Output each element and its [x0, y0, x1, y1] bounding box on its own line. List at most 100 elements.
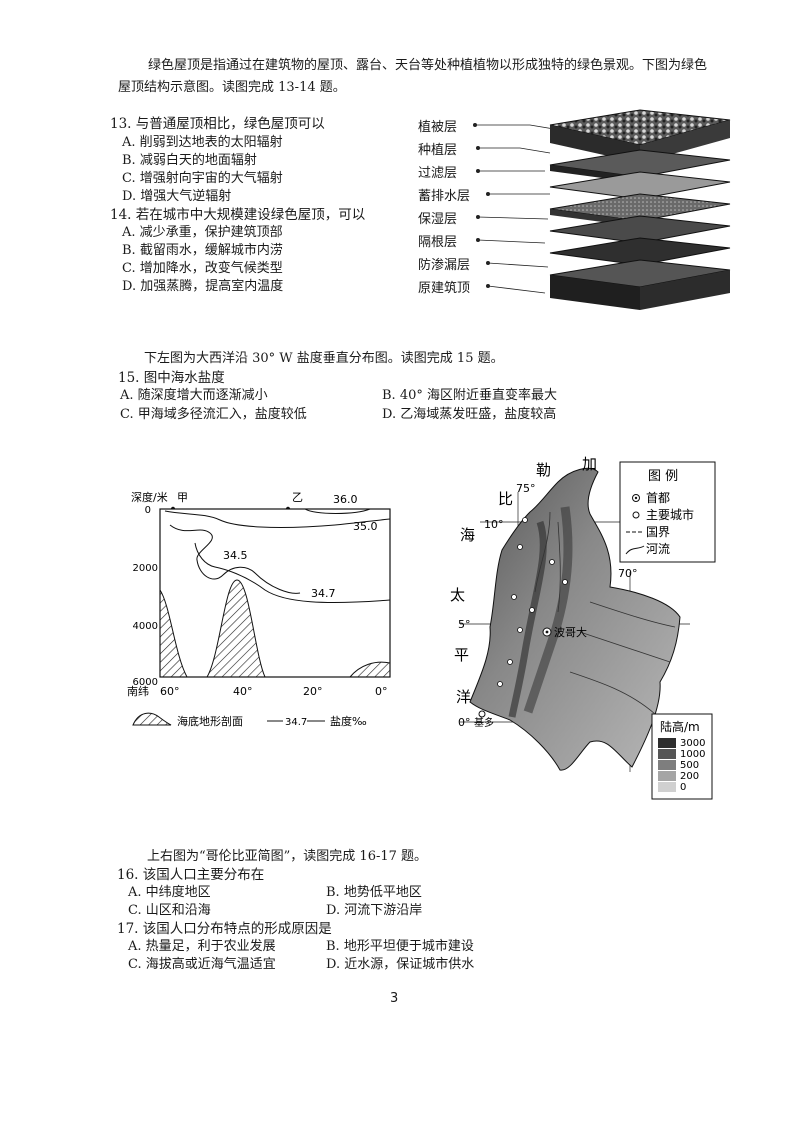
q15-stem: 15. 图中海水盐度	[118, 370, 225, 386]
roof-label-root-barrier: 隔根层	[418, 235, 458, 250]
x-prefix: 南纬	[127, 685, 149, 698]
isoline-label-35: 35.0	[353, 520, 378, 533]
q16-stem: 16. 该国人口主要分布在	[117, 867, 265, 883]
elev-level-200: 200	[680, 771, 699, 782]
coord-0: 0°	[458, 716, 471, 729]
page-number: 3	[390, 991, 399, 1006]
elev-swatch-500	[658, 760, 676, 770]
legend-terrain-label: 海底地形剖面	[177, 714, 243, 728]
colombia-map: 勒 加 比 海 太 平 洋 75° 10° 70° 5° 0° 波哥大 基多 图…	[450, 455, 716, 800]
elevation-legend-title: 陆高/m	[660, 719, 700, 734]
y-tick-0: 0	[145, 505, 151, 516]
q15-option-b: B. 40° 海区附近垂直变率最大	[382, 388, 557, 403]
q13-option-d: D. 增强大气逆辐射	[122, 189, 232, 204]
x-tick-60: 60°	[160, 685, 180, 698]
point-yi-label: 乙	[292, 491, 303, 504]
q17-option-b: B. 地形平坦便于城市建设	[326, 939, 474, 954]
legend-terrain-swatch	[132, 712, 172, 726]
isoline-35	[164, 510, 336, 528]
y-tick-6000: 6000	[133, 677, 158, 688]
q14-option-a: A. 减少承重，保护建筑顶部	[122, 225, 283, 240]
legend-border-label: 国界	[646, 525, 670, 539]
ocean-label-0: 太	[450, 586, 465, 604]
roof-label-planting: 种植层	[418, 143, 458, 158]
coord-5: 5°	[458, 618, 471, 631]
intro-16-17: 上右图为“哥伦比亚简图”，读图完成 16-17 题。	[147, 849, 428, 864]
isoline-label-36: 36.0	[333, 493, 358, 506]
ocean-label-2: 洋	[456, 688, 471, 706]
green-roof-figure: 植被层 种植层 过滤层 蓄排水层 保湿层 隔根层 防渗漏层 原建筑顶	[410, 105, 740, 315]
legend-city-symbol	[632, 511, 640, 519]
q17-option-d: D. 近水源，保证城市供水	[326, 957, 475, 972]
isoline-36	[304, 508, 371, 514]
elev-level-500: 500	[680, 760, 699, 771]
roof-label-filter: 过滤层	[418, 166, 458, 181]
andes-western	[508, 520, 547, 718]
seabed-terrain-ridge	[206, 579, 266, 678]
roof-label-waterproof: 防渗漏层	[418, 258, 471, 273]
sea-label-3: 海	[460, 526, 475, 544]
legend-river-label: 河流	[646, 542, 670, 556]
andes-eastern	[523, 506, 573, 714]
q16-option-c: C. 山区和沿海	[128, 903, 211, 918]
roof-label-moisture: 保湿层	[418, 212, 458, 227]
q13-stem: 13. 与普通屋顶相比，绿色屋顶可以	[110, 116, 325, 132]
x-tick-20: 20°	[303, 685, 323, 698]
legend-capital-label: 首都	[646, 491, 670, 505]
seabed-terrain-left	[159, 588, 188, 678]
seabed-terrain-right	[348, 661, 391, 678]
intro-line-2: 屋顶结构示意图。读图完成 13-14 题。	[118, 80, 346, 95]
elev-swatch-200	[658, 771, 676, 781]
isoline-label-34-7: 34.7	[311, 587, 336, 600]
elev-level-0: 0	[680, 782, 686, 793]
city-label-south: 基多	[474, 716, 494, 729]
legend-isoline-sample: 34.7	[285, 717, 307, 728]
ocean-label-1: 平	[454, 646, 469, 664]
salinity-chart: 深度/米 甲 乙 36.0 35.0 34.5 34.7 0 2000 4000…	[127, 490, 391, 728]
q17-option-c: C. 海拔高或近海气温适宜	[128, 957, 276, 972]
isoline-35-ext	[334, 518, 391, 526]
q14-option-d: D. 加强蒸腾，提高室内温度	[122, 279, 284, 294]
intro-15: 下左图为大西洋沿 30° W 盐度垂直分布图。读图完成 15 题。	[144, 351, 504, 366]
legend-capital-dot	[634, 496, 638, 500]
isoline-34-5	[169, 524, 301, 594]
q17-stem: 17. 该国人口分布特点的形成原因是	[117, 921, 332, 937]
coord-10: 10°	[484, 518, 504, 531]
intro-line-1: 绿色屋顶是指通过在建筑物的屋顶、露台、天台等处种植植物以形成独特的绿色景观。下图…	[148, 58, 708, 73]
point-jia-label: 甲	[177, 491, 188, 504]
q15-option-c: C. 甲海域多径流汇入，盐度较低	[120, 407, 307, 422]
x-tick-0: 0°	[375, 685, 388, 698]
q16-option-b: B. 地势低平地区	[326, 885, 422, 900]
q15-option-d: D. 乙海域蒸发旺盛，盐度较高	[382, 407, 557, 422]
y-tick-2000: 2000	[133, 563, 158, 574]
elev-swatch-3000	[658, 738, 676, 748]
q14-option-c: C. 增加降水，改变气候类型	[122, 261, 283, 276]
rivers	[534, 511, 676, 715]
legend-salinity-label: 盐度‰	[330, 714, 367, 728]
q14-stem: 14. 若在城市中大规模建设绿色屋顶，可以	[110, 207, 366, 223]
roof-label-base: 原建筑顶	[418, 281, 471, 296]
capital-marker-dot	[545, 630, 549, 634]
roof-label-drainage: 蓄排水层	[418, 189, 471, 204]
sea-label-1: 勒	[536, 461, 551, 479]
green-roof-diagram	[473, 109, 731, 310]
elev-level-3000: 3000	[680, 738, 705, 749]
coord-70: 70°	[618, 567, 638, 580]
elev-swatch-0	[658, 782, 676, 792]
city-marker-south	[478, 710, 486, 718]
y-tick-4000: 4000	[133, 621, 158, 632]
chart-frame	[159, 508, 391, 678]
q16-option-d: D. 河流下游沿岸	[326, 903, 423, 918]
q16-option-a: A. 中纬度地区	[128, 885, 211, 900]
isoline-34-7	[194, 542, 391, 604]
x-tick-40: 40°	[233, 685, 253, 698]
map-legend-title: 图 例	[648, 469, 678, 484]
coord-75: 75°	[516, 482, 536, 495]
legend-river-symbol	[625, 545, 645, 555]
elev-level-1000: 1000	[680, 749, 705, 760]
q13-option-b: B. 减弱白天的地面辐射	[122, 153, 257, 168]
sea-label-0: 加	[582, 455, 597, 473]
legend-city-label: 主要城市	[646, 507, 694, 522]
major-cities	[497, 517, 568, 687]
y-axis-label: 深度/米	[131, 490, 168, 504]
